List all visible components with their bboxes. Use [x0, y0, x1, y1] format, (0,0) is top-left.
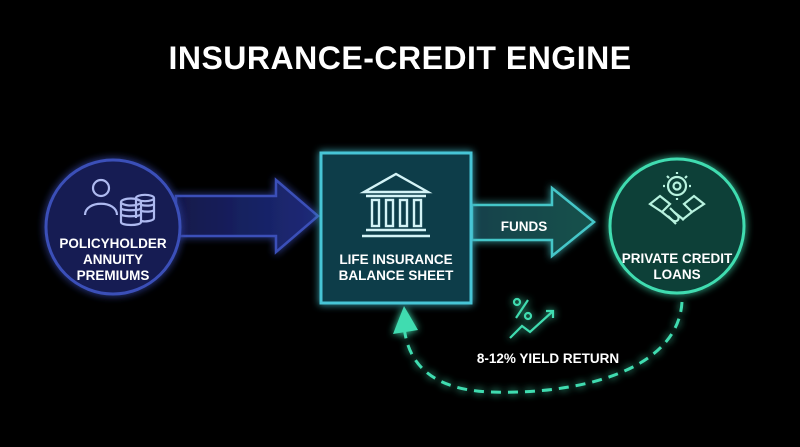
funds-label: FUNDS	[500, 219, 548, 234]
arrow-premiums-to-balance-sheet	[174, 177, 320, 255]
handshake-gear-icon	[648, 172, 706, 225]
arrow-yield-return	[393, 301, 684, 394]
person-coins-icon	[83, 178, 156, 227]
private-credit-label: PRIVATE CREDIT LOANS	[621, 251, 733, 282]
percent-trend-up-icon	[509, 297, 555, 339]
node-private-credit	[608, 157, 746, 295]
node-policyholder	[44, 158, 182, 296]
yield-return-label: 8-12% YIELD RETURN	[476, 351, 620, 366]
balance-sheet-label: LIFE INSURANCE BALANCE SHEET	[338, 252, 454, 283]
bank-building-icon	[359, 172, 433, 238]
policyholder-label: POLICYHOLDER ANNUITY PREMIUMS	[59, 236, 167, 283]
page-title: INSURANCE-CREDIT ENGINE	[168, 40, 632, 76]
node-balance-sheet	[319, 151, 473, 305]
arrow-funds	[470, 185, 596, 259]
